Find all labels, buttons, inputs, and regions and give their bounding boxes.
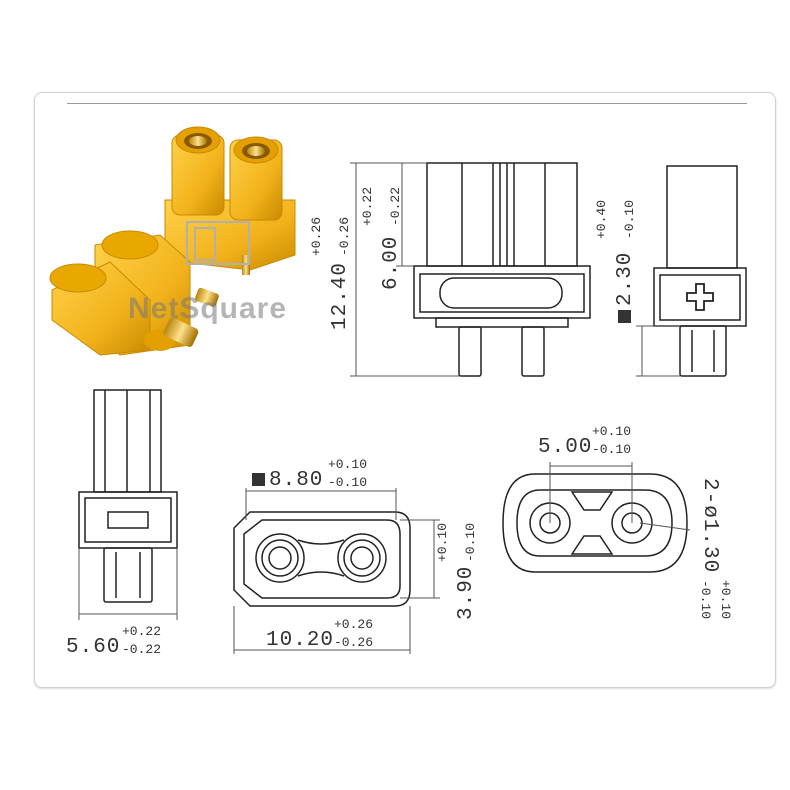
square-marker-icon [618,310,631,323]
dim-top-outer: 10.20 +0.26 -0.26 [266,617,374,652]
dim-hole-diameter: 2-ø1.30 +0.10 -0.10 [698,478,733,620]
front-view-dimension-lines [78,548,178,620]
watermark-text: NetSquare [128,292,288,325]
divider-line [67,103,747,104]
bottom-view-dimension-lines [549,462,691,531]
dim-top-inner: 8.80 +0.10 -0.10 [252,458,367,491]
end-view-dimension-lines [636,325,680,377]
dim-height-total: 12.40 +0.26 -0.26 [309,216,352,330]
dim-pin-pitch: 5.00 +0.10 -0.10 [538,424,632,459]
top-view-dimension-lines [233,488,440,654]
dim-front-width: 5.60 +0.22 -0.22 [66,624,162,659]
side-view-drawing [413,162,591,377]
square-marker-icon [252,473,265,486]
bottom-view-drawing [502,473,688,573]
top-view-drawing [233,511,411,607]
front-view-drawing [78,389,178,603]
connector-photo-front [49,221,250,356]
dim-side-flange: 2.30 +0.40 -0.10 [594,200,637,323]
dim-height-body: 6.00 +0.22 -0.22 [360,186,403,290]
dim-top-depth: 3.90 +0.10 -0.10 [435,522,478,620]
connector-photo-back [164,126,296,275]
end-view-drawing [653,165,747,377]
side-view-dimension-lines [350,162,459,377]
